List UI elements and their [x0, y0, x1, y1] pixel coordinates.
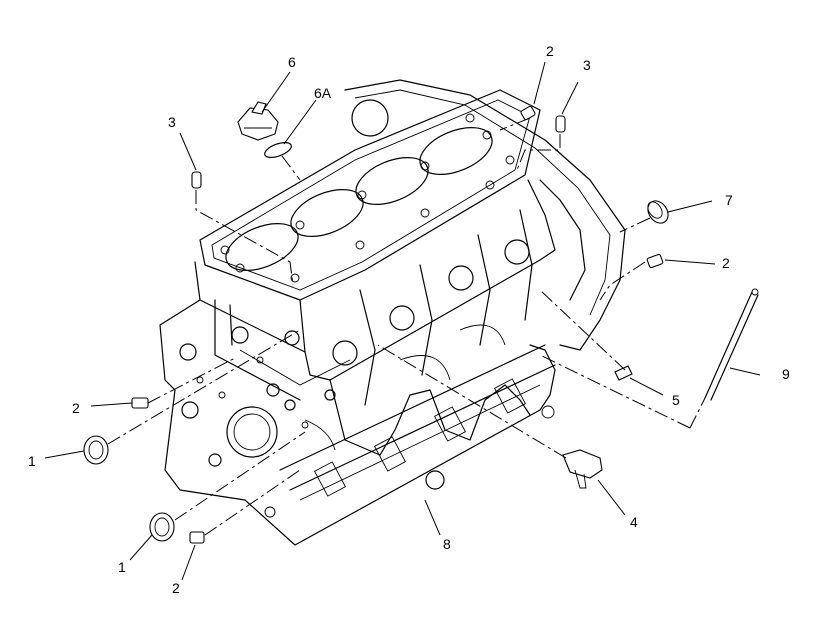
cylinder-block — [159, 179, 556, 546]
plug-right — [646, 253, 664, 269]
plug-top — [520, 105, 536, 121]
callout-3-left: 3 — [168, 114, 176, 130]
callout-1-upper: 1 — [28, 453, 36, 469]
oil-filler-cap — [237, 101, 279, 141]
o-ring — [264, 142, 292, 158]
callout-2-front: 2 — [72, 400, 80, 416]
callout-2-bottom: 2 — [172, 580, 180, 596]
callout-9: 9 — [782, 366, 790, 382]
callout-3-right: 3 — [583, 57, 591, 73]
callout-4: 4 — [630, 514, 638, 530]
rear-cap — [647, 200, 669, 224]
assembly-lines — [107, 117, 706, 536]
seal-upper — [83, 435, 109, 465]
callout-2-top: 2 — [546, 43, 554, 59]
callout-2-right: 2 — [722, 255, 730, 271]
callout-1-lower: 1 — [118, 559, 126, 575]
dipstick-guide — [704, 288, 759, 401]
plug-front — [131, 397, 149, 409]
dowel-pin-right — [555, 115, 566, 133]
callout-7: 7 — [725, 192, 733, 208]
callout-6a: 6A — [314, 85, 332, 101]
small-fitting — [614, 365, 633, 381]
leader-lines — [44, 61, 761, 581]
oil-pressure-switch — [562, 449, 603, 489]
seal-lower — [149, 512, 175, 542]
rear-plate — [344, 79, 626, 351]
head-gasket — [199, 89, 541, 301]
callout-6: 6 — [288, 54, 296, 70]
callout-8: 8 — [443, 536, 451, 552]
callout-5: 5 — [672, 392, 680, 408]
dowel-pin-left — [191, 171, 202, 189]
plug-bottom — [189, 531, 205, 544]
